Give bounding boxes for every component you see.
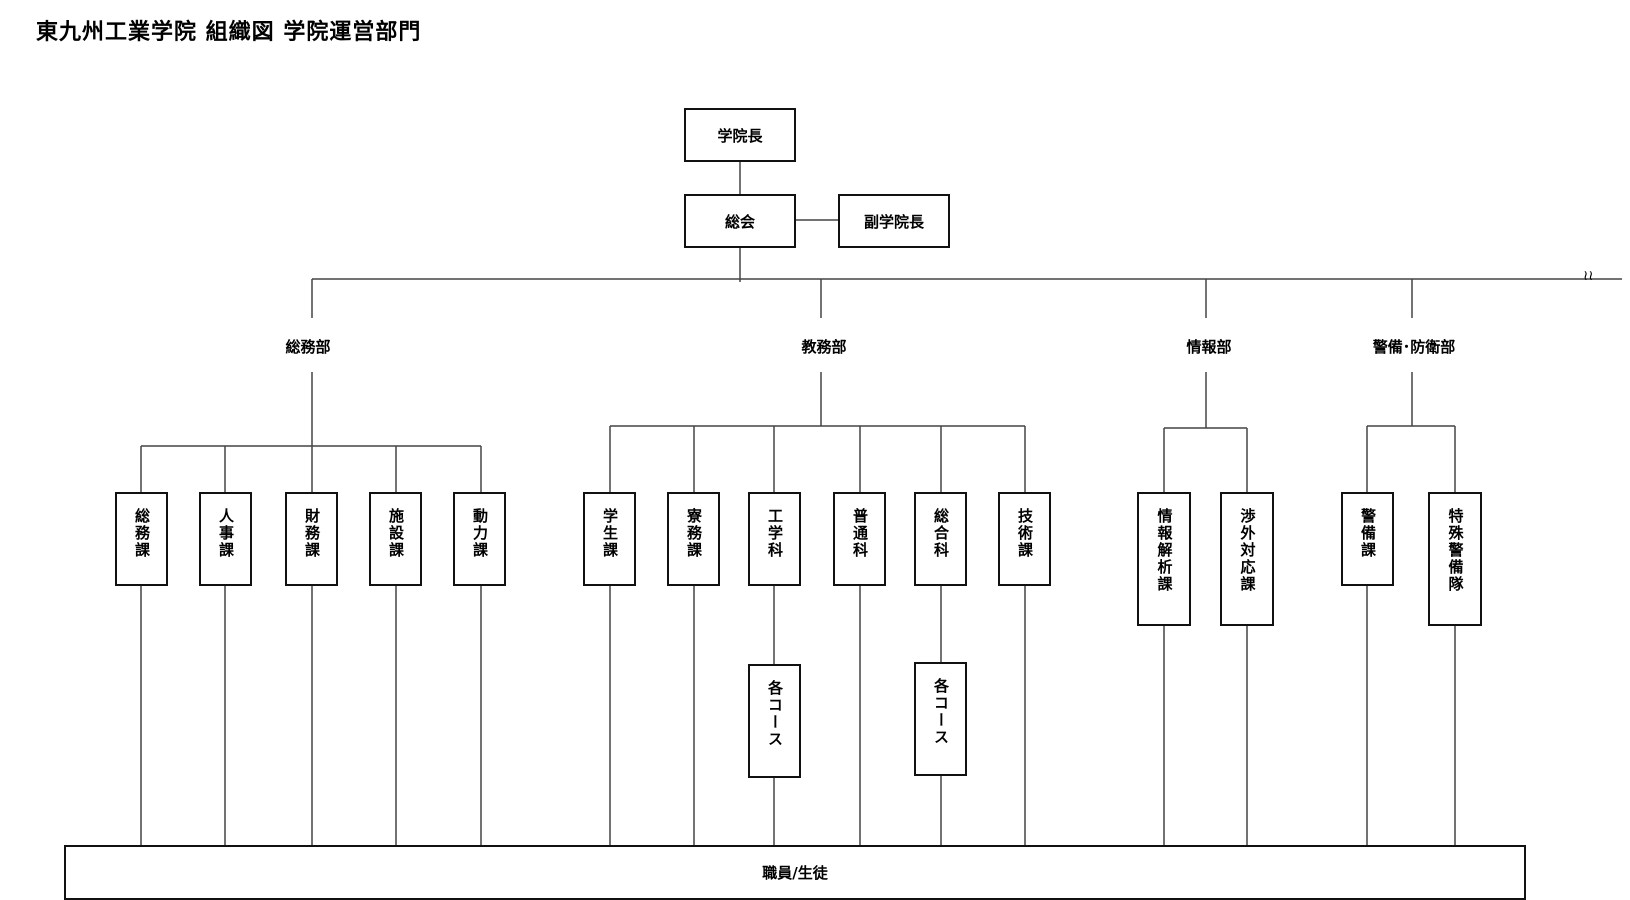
section-box: 工学科 [748, 492, 801, 586]
section-label: 施設課 [387, 508, 405, 559]
section-label: 警備課 [1359, 508, 1377, 559]
course-box: 各コース [748, 664, 801, 778]
section-label: 特殊警備隊 [1446, 508, 1465, 593]
section-label: 人事課 [217, 508, 235, 559]
dept-information: 情報部 [1186, 336, 1232, 357]
section-label: 工学科 [766, 508, 784, 559]
staff-students-label: 職員/生徒 [762, 864, 828, 882]
section-label: 動力課 [471, 508, 489, 559]
section-box: 動力課 [453, 492, 506, 586]
section-box: 情報解析課 [1137, 492, 1191, 626]
section-label: 学生課 [601, 508, 619, 559]
assembly-box: 総会 [684, 194, 796, 248]
president-box: 学院長 [684, 108, 796, 162]
section-label: 総務課 [133, 508, 151, 559]
page-title: 東九州工業学院 組織図 学院運営部門 [36, 20, 422, 45]
staff-students-box: 職員/生徒 [64, 845, 1526, 900]
dept-academic-affairs: 教務部 [801, 336, 847, 357]
vice-president-label: 副学院長 [863, 212, 924, 231]
section-label: 総合科 [932, 508, 950, 559]
section-box: 寮務課 [667, 492, 720, 586]
section-label: 情報解析課 [1155, 508, 1174, 593]
section-box: 渉外対応課 [1220, 492, 1274, 626]
section-box: 人事課 [199, 492, 252, 586]
course-box: 各コース [914, 662, 967, 776]
dept-general-affairs: 総務部 [285, 336, 331, 357]
section-box: 学生課 [583, 492, 636, 586]
section-label: 技術課 [1016, 508, 1034, 559]
section-box: 総合科 [914, 492, 967, 586]
section-box: 警備課 [1341, 492, 1394, 586]
section-box: 財務課 [285, 492, 338, 586]
section-box: 普通科 [833, 492, 886, 586]
section-label: 財務課 [303, 508, 321, 559]
section-box: 特殊警備隊 [1428, 492, 1482, 626]
dept-security-defense: 警備･防衛部 [1372, 336, 1456, 357]
president-label: 学院長 [717, 126, 763, 145]
section-label: 普通科 [851, 508, 869, 559]
section-label: 渉外対応課 [1238, 508, 1257, 593]
section-label: 寮務課 [685, 508, 703, 559]
section-box: 技術課 [998, 492, 1051, 586]
section-box: 施設課 [369, 492, 422, 586]
course-label: 各コース [932, 678, 950, 746]
assembly-label: 総会 [724, 212, 755, 231]
course-label: 各コース [766, 680, 784, 748]
vice-president-box: 副学院長 [838, 194, 950, 248]
break-mark: ≀≀ [1583, 268, 1594, 284]
section-box: 総務課 [115, 492, 168, 586]
